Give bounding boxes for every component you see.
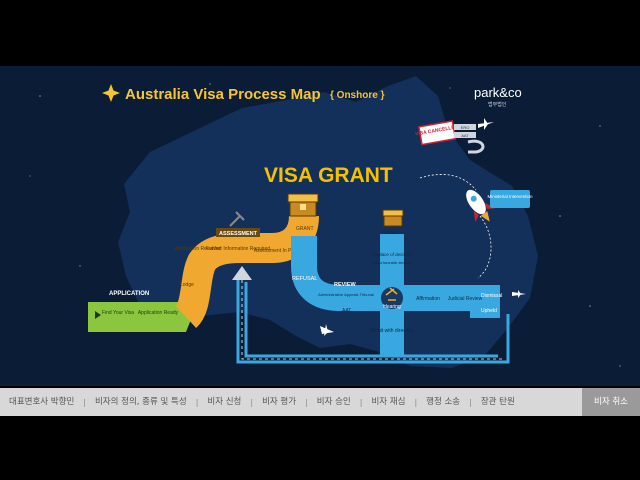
- compass-star-icon: [102, 84, 120, 102]
- nav-separator: |: [469, 397, 472, 407]
- loop-dashes: [241, 280, 503, 360]
- nav-item-visa-review[interactable]: 비자 재심: [371, 397, 406, 407]
- visa-cancelled-stamp: VISA CANCELLED: [415, 120, 459, 146]
- further-info-label: Further Information Required: [206, 246, 270, 252]
- remit-label: Remit with direction: [370, 328, 414, 334]
- find-visa-node: Find Your Visa: [102, 310, 134, 316]
- affirmation-label: Affirmation: [416, 296, 440, 302]
- logo-text: park&co: [474, 85, 522, 100]
- airplane-icon: [478, 118, 494, 130]
- nav-item-visa-application[interactable]: 비자 신청: [207, 397, 242, 407]
- treasure-chest-icon: [287, 193, 319, 217]
- assessment-in-process-label: Assessment In Process: [254, 248, 307, 254]
- airplane-icon: [512, 290, 526, 298]
- airplane-icon: [320, 324, 334, 336]
- rocket-icon: [466, 189, 496, 222]
- diagram-stage: Australia Visa Process Map { Onshore } p…: [0, 66, 640, 386]
- nav-item-visa-definition[interactable]: 비자의 정의, 종류 및 특성: [94, 397, 187, 407]
- play-arrow-icon: [95, 311, 101, 319]
- sign-top-label: ERO: [461, 125, 470, 130]
- assessment-sign: [216, 228, 260, 237]
- nav-separator: |: [359, 397, 363, 407]
- review-road: [291, 236, 500, 311]
- review-loop-outline: [236, 278, 510, 364]
- ministerial-dashed-path: [419, 174, 477, 191]
- logo-sub: 법무법인: [488, 101, 507, 108]
- nav-separator: |: [250, 397, 254, 407]
- nav-item-visa-grant[interactable]: 비자 승인: [316, 397, 351, 407]
- grant-right-label: GRANT: [384, 230, 399, 235]
- refusal-label: REFUSAL: [292, 276, 317, 282]
- visa-process-map: Australia Visa Process Map { Onshore } p…: [29, 76, 621, 368]
- judicial-review-label: Judicial Review: [448, 296, 483, 302]
- application-received-label: Application Received: [175, 246, 222, 252]
- review-loop-inner: [244, 282, 498, 358]
- hearing-label: Hearing: [383, 304, 401, 310]
- lodge-label: Lodge: [180, 282, 194, 288]
- map-title: Australia Visa Process Map: [125, 86, 321, 103]
- header-title: Australia Visa Process Map { Onshore }: [102, 84, 385, 103]
- grant-left-label: GRANT: [296, 226, 314, 232]
- gavel-icon: [229, 211, 245, 227]
- sign-bottom-label: AAT: [461, 133, 469, 138]
- application-ready-label: Application Ready: [138, 310, 179, 316]
- upheld-label: Upheld: [481, 308, 497, 314]
- aat-label: AAT: [342, 308, 351, 314]
- review-label: REVIEW: [334, 282, 357, 288]
- nav-item-administrative-litigation[interactable]: 행정 소송: [426, 397, 461, 407]
- nav-item-lawyer[interactable]: 대표변호사 박향민: [9, 397, 75, 407]
- nav-separator: |: [414, 397, 418, 407]
- nav-item-visa-assessment[interactable]: 비자 평가: [262, 397, 297, 407]
- dismissal-label: Dismissal: [481, 293, 502, 299]
- nav-separator: |: [83, 397, 86, 407]
- admin-appeals-label: Administrative Appeals Tribunal: [318, 292, 374, 297]
- nav-item-ministerial-petition[interactable]: 장관 탄원: [480, 397, 515, 407]
- replace-decision-label: Replace of decision: [372, 252, 412, 257]
- treasure-chest-right-icon: [382, 209, 404, 227]
- find-visa-label: Find Your Visa: [102, 310, 134, 316]
- application-label: APPLICATION: [109, 291, 149, 297]
- map-title-suffix: { Onshore }: [330, 90, 385, 101]
- ministerial-return-path: [477, 215, 492, 279]
- u-turn-arrow-icon: [467, 139, 485, 154]
- up-arrow-icon: [232, 266, 252, 280]
- hearing-gavel-icon: [385, 287, 398, 301]
- hearing-badge: [381, 287, 403, 309]
- ministerial-box: [490, 190, 530, 208]
- nav-item-visa-cancellation[interactable]: 비자 취소: [582, 388, 640, 416]
- visa-grant-heading: VISA GRANT: [264, 164, 393, 187]
- ministerial-label: Ministerial Intervention: [487, 194, 533, 199]
- signpost: ERO AAT: [454, 124, 476, 138]
- svg-text:Find Your Visa: Find Your Visa: [102, 310, 134, 316]
- nav-separator: |: [305, 397, 308, 407]
- star-field: [29, 83, 621, 367]
- nav-separator: |: [195, 397, 199, 407]
- replace-sub-label: with a favorable decision: [373, 261, 411, 265]
- assessment-label: ASSESSMENT: [219, 231, 258, 237]
- bottom-nav-bar: 대표변호사 박향민 | 비자의 정의, 종류 및 특성 | 비자 신청 | 비자…: [0, 388, 640, 416]
- logo: park&co 법무법인: [474, 85, 522, 108]
- application-road: [88, 302, 198, 332]
